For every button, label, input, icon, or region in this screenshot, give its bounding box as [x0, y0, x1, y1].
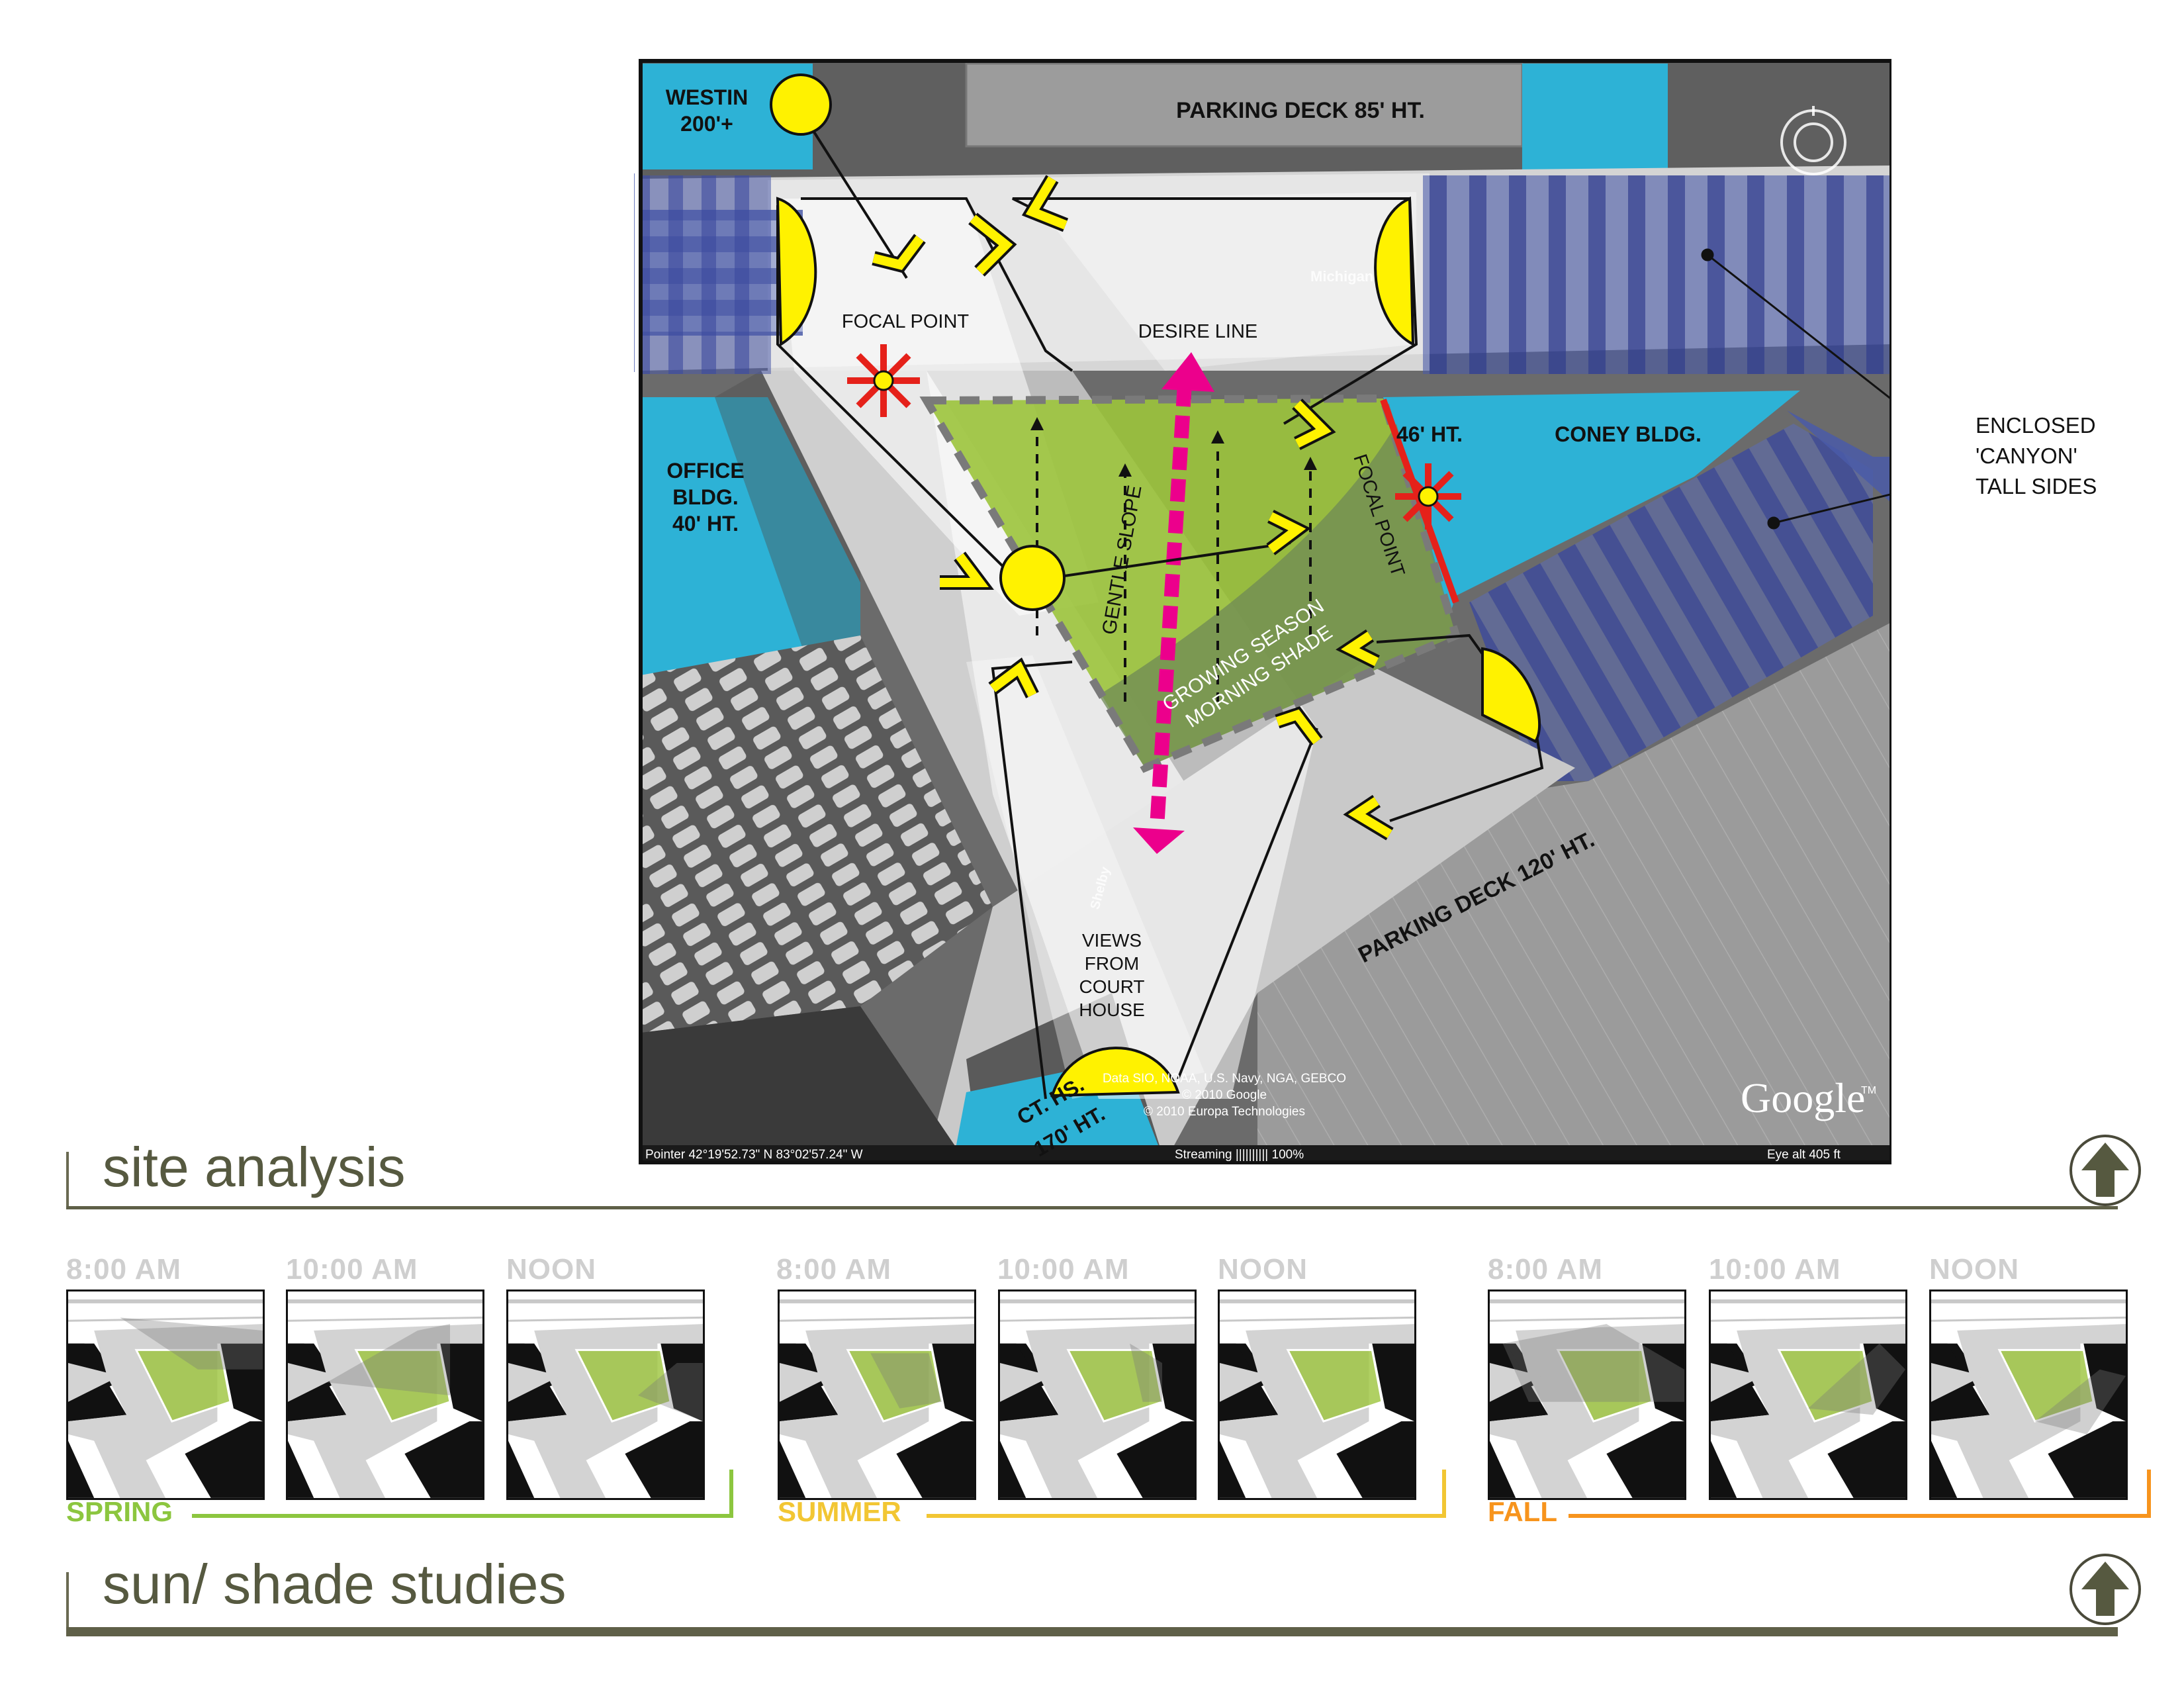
time-fall-8am: 8:00 AM	[1488, 1253, 1604, 1286]
credit-3: © 2010 Europa Technologies	[1144, 1105, 1305, 1119]
spring-bracket-end	[729, 1470, 733, 1518]
label-parking-deck-top: PARKING DECK 85' HT.	[1176, 98, 1425, 123]
shade-study-panel	[506, 1289, 705, 1500]
google-tm: TM	[1861, 1085, 1876, 1096]
sun-shade-title: sun/ shade studies	[103, 1553, 567, 1615]
time-summer-8am: 8:00 AM	[776, 1253, 892, 1286]
time-fall-10am: 10:00 AM	[1709, 1253, 1841, 1286]
compass-icon	[1780, 106, 1846, 175]
time-summer-10am: 10:00 AM	[997, 1253, 1130, 1286]
site-analysis-tick	[66, 1152, 69, 1206]
summer-bracket	[927, 1514, 1446, 1518]
shade-study-panel	[778, 1289, 976, 1500]
shade-study-panel	[1218, 1289, 1416, 1500]
site-analysis-map: WESTIN 200'+ PARKING DECK 85' HT. FOCAL …	[634, 59, 1891, 1164]
credit-1: Data SIO, NOAA, U.S. Navy, NGA, GEBCO	[1103, 1072, 1346, 1086]
focal-point-star-icon	[1395, 463, 1461, 530]
label-office-3: 40' HT.	[672, 512, 739, 536]
time-spring-8am: 8:00 AM	[66, 1253, 182, 1286]
sun-shade-rule	[66, 1627, 2118, 1636]
shade-study-panel	[998, 1289, 1197, 1500]
label-46-height: 46' HT.	[1396, 422, 1463, 446]
time-summer-noon: NOON	[1218, 1253, 1308, 1286]
shade-study-panel	[1709, 1289, 1907, 1500]
label-views-3: COURT	[1079, 976, 1144, 997]
callout-line-1: ENCLOSED	[1976, 413, 2096, 438]
label-views-1: VIEWS	[1082, 930, 1142, 951]
season-spring: SPRING	[66, 1496, 173, 1527]
summer-bracket-end	[1442, 1470, 1446, 1518]
label-views-4: HOUSE	[1079, 1000, 1145, 1020]
fall-bracket	[1569, 1514, 2151, 1518]
callout-line-2: 'CANYON'	[1976, 444, 2077, 468]
spring-bracket	[192, 1514, 733, 1518]
time-spring-10am: 10:00 AM	[286, 1253, 418, 1286]
label-desire-line: DESIRE LINE	[1138, 321, 1258, 342]
label-westin-height: 200'+	[680, 112, 733, 136]
fall-bracket-end	[2147, 1470, 2151, 1518]
sun-shade-tick	[66, 1572, 69, 1632]
status-eye: Eye alt 405 ft	[1767, 1148, 1841, 1162]
label-street-michigan: Michigan	[1310, 268, 1373, 285]
site-analysis-rule	[66, 1206, 2118, 1209]
focal-point-star-icon	[847, 344, 920, 417]
label-office-2: BLDG.	[672, 485, 739, 509]
shade-study-panel	[1488, 1289, 1686, 1500]
shade-study-panel	[286, 1289, 484, 1500]
season-summer: SUMMER	[778, 1496, 901, 1527]
status-streaming: Streaming |||||||||| 100%	[1175, 1148, 1304, 1162]
north-arrow-icon	[2070, 1135, 2141, 1206]
shade-study-panel	[66, 1289, 265, 1500]
site-analysis-title: site analysis	[103, 1136, 406, 1198]
label-westin: WESTIN	[666, 85, 748, 109]
label-views-2: FROM	[1085, 953, 1139, 974]
label-coney: CONEY BLDG.	[1555, 422, 1702, 446]
season-fall: FALL	[1488, 1496, 1557, 1527]
north-arrow-icon	[2070, 1554, 2141, 1625]
shade-study-panel	[1929, 1289, 2128, 1500]
callout-line-3: TALL SIDES	[1976, 474, 2097, 498]
time-fall-noon: NOON	[1929, 1253, 2019, 1286]
label-office-1: OFFICE	[666, 459, 744, 483]
google-logo: Google	[1741, 1074, 1865, 1121]
label-focal-point-1: FOCAL POINT	[842, 311, 970, 332]
time-spring-noon: NOON	[506, 1253, 596, 1286]
credit-2: © 2010 Google	[1182, 1088, 1267, 1102]
status-pointer: Pointer 42°19'52.73" N 83°02'57.24" W	[645, 1148, 863, 1162]
canyon-callout: ENCLOSED 'CANYON' TALL SIDES	[1976, 410, 2097, 502]
